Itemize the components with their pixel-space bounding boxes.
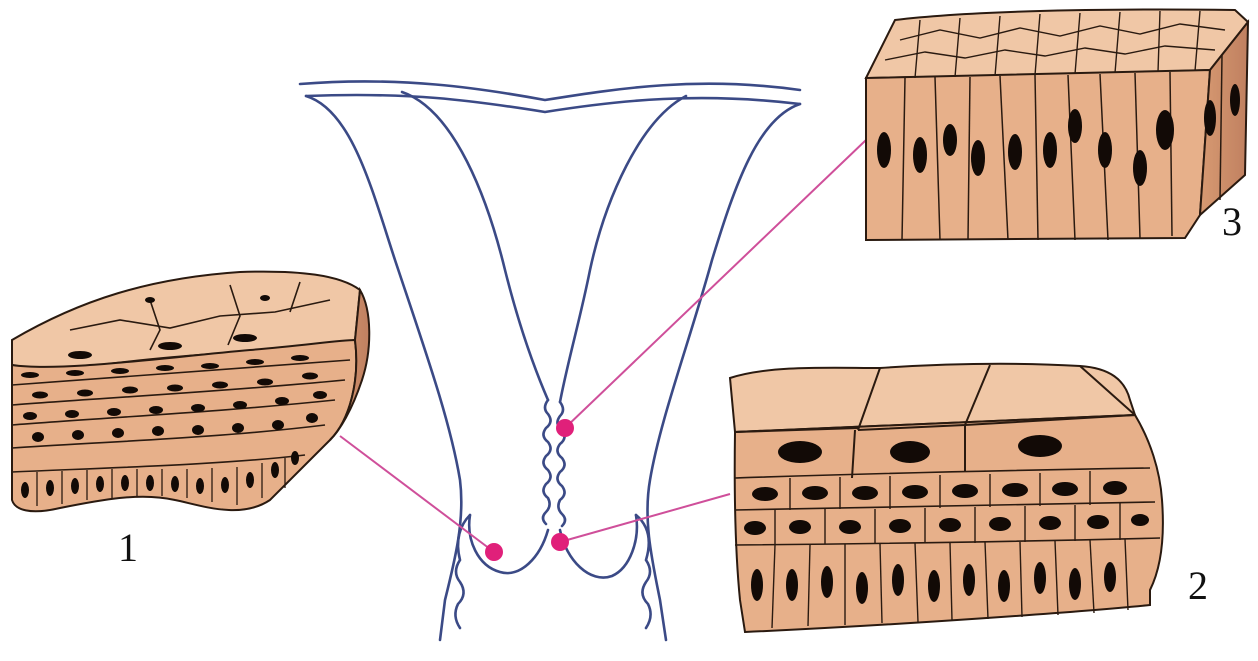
pointer-line-2 <box>560 494 730 542</box>
organ-outline <box>300 81 800 640</box>
tissue-3-top <box>866 9 1248 78</box>
ectocervix-left-lip <box>469 515 548 573</box>
marker-2-transformation-zone <box>551 533 569 551</box>
tissue-block-2 <box>730 364 1163 632</box>
location-markers <box>485 419 574 561</box>
tissue-block-1 <box>12 272 369 512</box>
marker-3-endocervix <box>556 419 574 437</box>
tissue-label-3: 3 <box>1222 202 1242 242</box>
organ-left-inner-wall <box>402 92 548 400</box>
marker-1-ectocervix <box>485 543 503 561</box>
pointer-line-1 <box>340 436 494 552</box>
cervical-canal-left <box>543 400 551 524</box>
tissue-block-3 <box>866 9 1248 240</box>
organ-right-inner-wall <box>560 96 686 402</box>
vaginal-wall-right <box>636 515 651 628</box>
tissue-label-1: 1 <box>118 528 138 568</box>
tissue-label-2: 2 <box>1188 566 1208 606</box>
tissue-1-front <box>12 340 356 511</box>
